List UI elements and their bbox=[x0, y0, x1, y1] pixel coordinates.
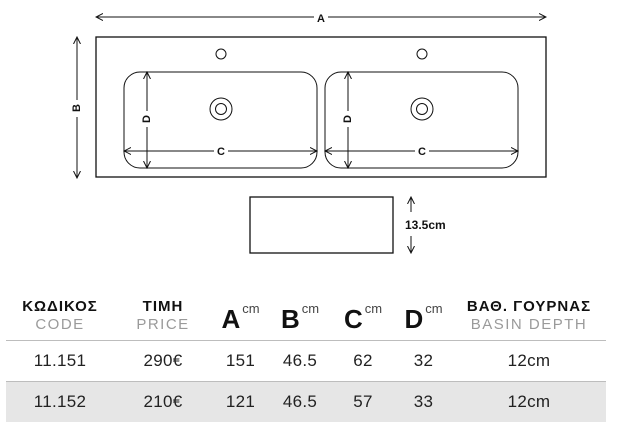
tap-hole-left bbox=[215, 48, 227, 60]
header-code-gr: ΚΩΔΙΚΟΣ bbox=[22, 298, 98, 315]
drain-left-outer bbox=[209, 97, 233, 121]
dimension-c-left-label: C bbox=[217, 146, 225, 158]
cell-d: 33 bbox=[395, 381, 452, 422]
depth-label: 13.5cm bbox=[405, 218, 446, 232]
header-c-unit: cm bbox=[364, 300, 383, 316]
dimension-a-label: A bbox=[317, 13, 325, 25]
tap-hole-right bbox=[416, 48, 428, 60]
table-row: 11.151 290€ 151 46.5 62 32 12cm bbox=[6, 340, 606, 382]
header-d-letter: D bbox=[404, 303, 424, 334]
dimension-d-right-label: D bbox=[342, 115, 354, 123]
cell-a: 121 bbox=[212, 381, 269, 422]
right-basin: C D bbox=[325, 72, 518, 168]
cell-basin-depth: 12cm bbox=[452, 381, 606, 422]
cell-b: 46.5 bbox=[269, 381, 331, 422]
header-d-unit: cm bbox=[425, 300, 443, 316]
cell-c: 62 bbox=[331, 340, 395, 382]
header-price-gr: ΤΙΜΗ bbox=[142, 298, 184, 315]
header-price: ΤΙΜΗ PRICE bbox=[114, 292, 212, 341]
cell-price: 210€ bbox=[114, 381, 212, 422]
side-profile bbox=[249, 196, 394, 254]
dimension-a: A bbox=[96, 13, 546, 25]
header-code-en: CODE bbox=[35, 316, 85, 333]
drain-right-outer bbox=[410, 97, 434, 121]
cell-price: 290€ bbox=[114, 340, 212, 382]
table-row: 11.152 210€ 121 46.5 57 33 12cm bbox=[6, 381, 606, 422]
sink-technical-drawing: A B C D C D 13.5cm bbox=[71, 13, 620, 290]
cell-code: 11.151 bbox=[6, 340, 114, 382]
dimension-b: B bbox=[71, 37, 83, 178]
header-basin-depth-en: BASIN DEPTH bbox=[470, 316, 588, 333]
countertop-outline bbox=[95, 36, 547, 178]
cell-d: 32 bbox=[395, 340, 452, 382]
header-basin-depth-gr: ΒΑΘ. ΓΟΥΡΝΑΣ bbox=[466, 298, 592, 315]
header-b-letter: B bbox=[280, 303, 300, 334]
header-price-en: PRICE bbox=[136, 316, 190, 333]
depth-dimension: 13.5cm bbox=[405, 197, 446, 253]
left-basin: C D bbox=[124, 72, 317, 168]
dimension-c-right-label: C bbox=[418, 146, 426, 158]
header-a-letter: A bbox=[221, 303, 241, 334]
header-b-unit: cm bbox=[301, 300, 320, 316]
cell-code: 11.152 bbox=[6, 381, 114, 422]
header-code: ΚΩΔΙΚΟΣ CODE bbox=[6, 292, 114, 341]
drain-right-inner bbox=[416, 103, 428, 115]
drain-left-inner bbox=[215, 103, 227, 115]
cell-c: 57 bbox=[331, 381, 395, 422]
header-basin-depth: ΒΑΘ. ΓΟΥΡΝΑΣ BASIN DEPTH bbox=[452, 292, 606, 341]
cell-basin-depth: 12cm bbox=[452, 340, 606, 382]
cell-a: 151 bbox=[212, 340, 269, 382]
dimension-d-left-label: D bbox=[141, 115, 153, 123]
header-a-unit: cm bbox=[242, 300, 260, 316]
cell-b: 46.5 bbox=[269, 340, 331, 382]
header-c-letter: C bbox=[343, 303, 363, 334]
dimension-b-label: B bbox=[71, 104, 83, 112]
